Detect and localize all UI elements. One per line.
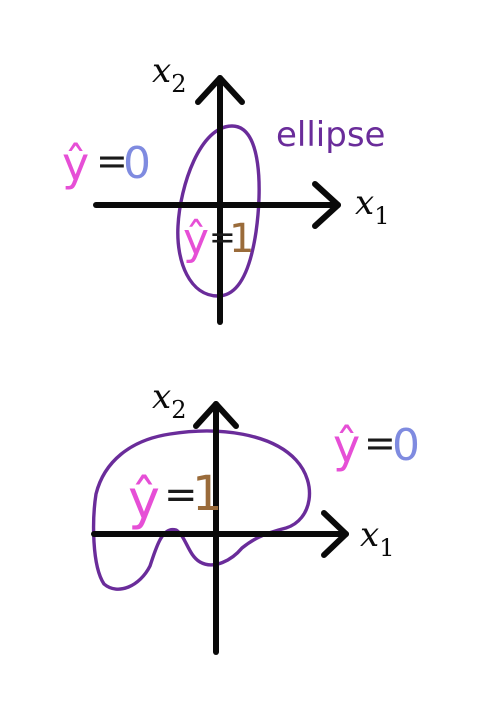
inside-prediction-label: ŷ = 1 — [183, 214, 254, 265]
yhat-symbol: ŷ — [128, 468, 160, 531]
x1-axis-arrowhead — [312, 181, 341, 229]
equals-sign: = — [209, 218, 236, 256]
equals-sign: = — [364, 421, 396, 465]
ellipse-label: ellipse — [276, 115, 385, 155]
equals-sign: = — [96, 139, 128, 183]
prediction-value-zero: 0 — [123, 138, 151, 189]
prediction-value-zero: 0 — [392, 420, 420, 471]
yhat-symbol: ŷ — [62, 137, 89, 191]
panel-irregular-boundary: x1 x2 ŷ = 0 ŷ = 1 — [91, 377, 420, 655]
x1-axis-label: x1 — [355, 183, 389, 230]
outside-prediction-label: ŷ = 0 — [333, 419, 420, 473]
x1-axis-arrowhead — [321, 510, 349, 558]
prediction-value-one: 1 — [229, 216, 254, 262]
panel-ellipse-boundary: x1 x2 ellipse ŷ = 0 ŷ = 1 — [62, 51, 389, 325]
outside-prediction-label: ŷ = 0 — [62, 137, 151, 191]
x2-axis-label: x2 — [152, 51, 186, 98]
x1-axis-label: x1 — [360, 515, 394, 562]
irregular-decision-boundary — [91, 429, 312, 591]
x2-axis-label: x2 — [152, 377, 186, 424]
yhat-symbol: ŷ — [333, 419, 360, 473]
prediction-value-one: 1 — [192, 466, 223, 522]
x2-axis-arrowhead — [193, 401, 239, 429]
equals-sign: = — [164, 472, 198, 518]
yhat-symbol: ŷ — [183, 214, 209, 265]
x2-axis-arrowhead — [195, 75, 245, 105]
inside-prediction-label: ŷ = 1 — [128, 466, 223, 531]
